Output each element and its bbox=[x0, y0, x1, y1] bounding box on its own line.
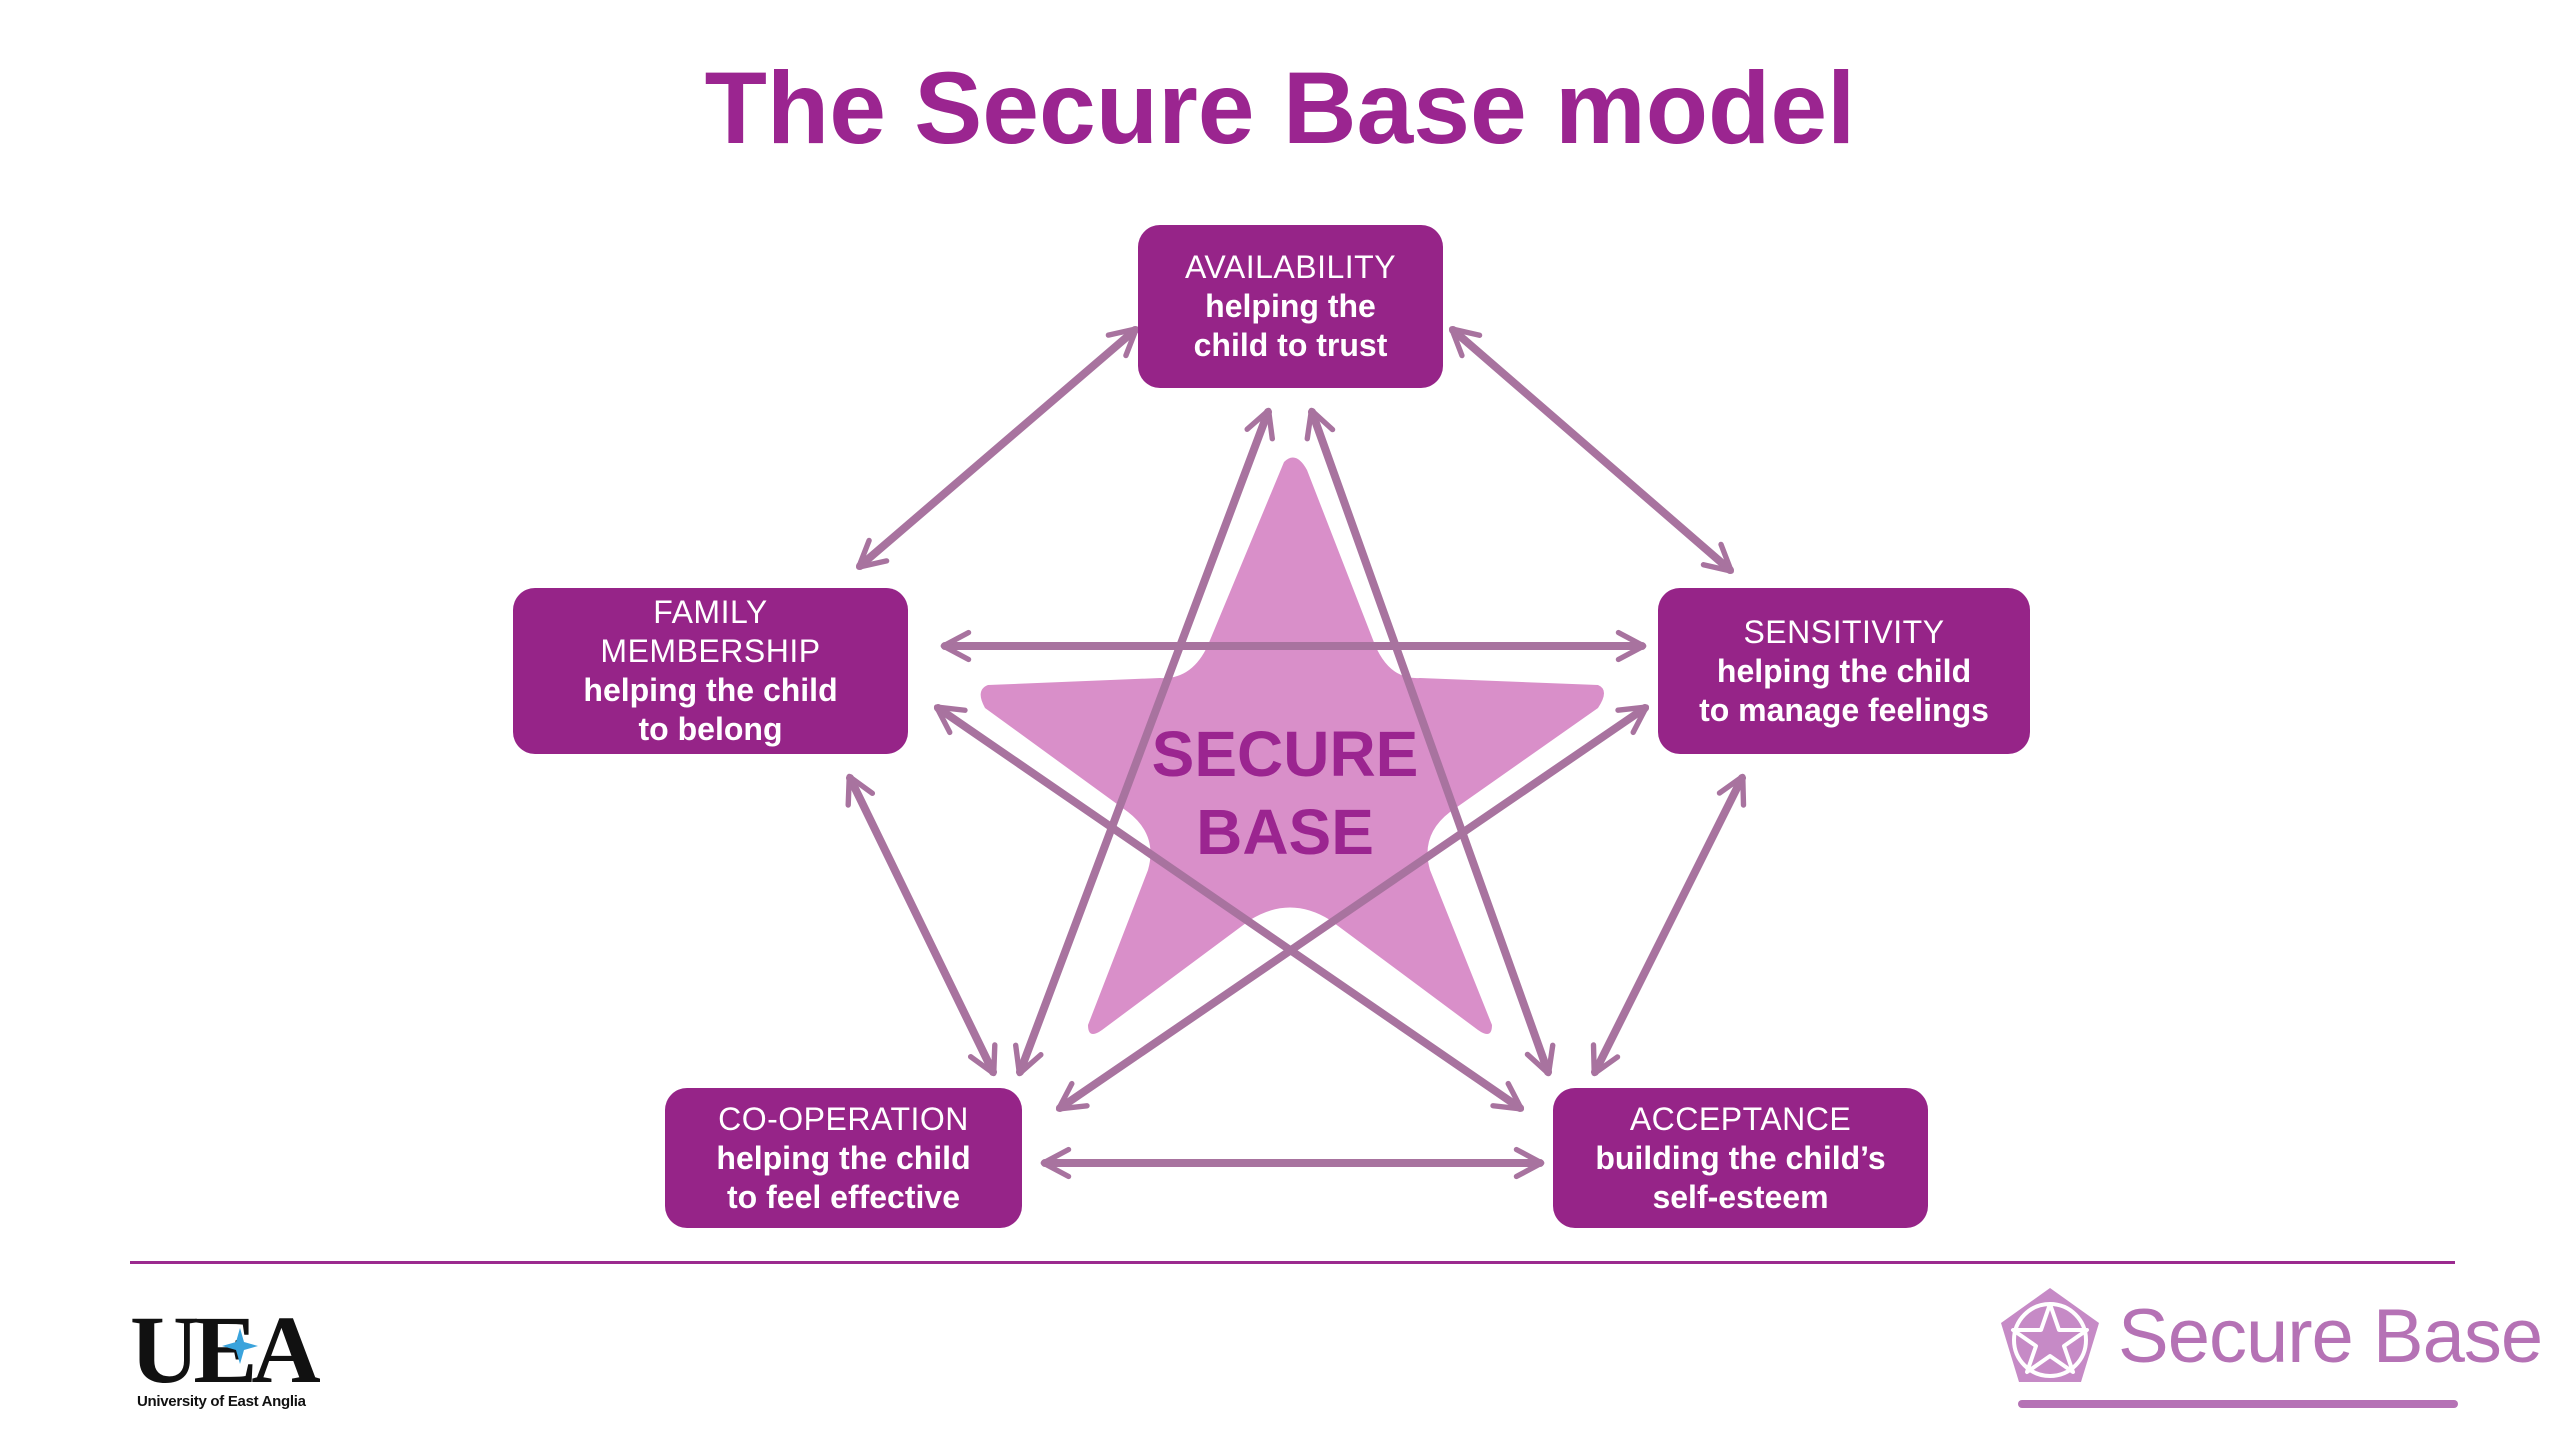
node-subtext-1: helping the bbox=[1205, 288, 1376, 324]
node-heading-2: MEMBERSHIP bbox=[600, 633, 821, 669]
node-subtext-2: to feel effective bbox=[727, 1178, 960, 1215]
node-heading: CO-OPERATION bbox=[718, 1100, 969, 1137]
node-heading: SENSITIVITY bbox=[1743, 613, 1945, 650]
arrow-sensitivity-cooperation bbox=[1055, 704, 1650, 1112]
uea-logo-icon: UEA bbox=[130, 1300, 325, 1403]
node-subtext-2: self-esteem bbox=[1652, 1178, 1829, 1215]
node-availability: AVAILABILITY helping the child to trust bbox=[1138, 225, 1443, 388]
node-sensitivity: SENSITIVITY helping the child to manage … bbox=[1658, 588, 2030, 754]
node-heading: FAMILY bbox=[653, 594, 768, 630]
node-subtext-2: child to trust bbox=[1193, 327, 1388, 363]
secure-base-underline bbox=[2018, 1400, 2458, 1408]
node-subtext-1: helping the child bbox=[716, 1139, 971, 1176]
arrow-family-cooperation bbox=[845, 773, 998, 1077]
node-heading: AVAILABILITY bbox=[1184, 249, 1397, 285]
svg-text:UEA: UEA bbox=[130, 1300, 320, 1403]
secure-base-center-label: SECURE BASE bbox=[1130, 715, 1440, 871]
node-subtext-1: helping the child bbox=[1716, 652, 1972, 689]
connection-arrows bbox=[845, 326, 1747, 1180]
uea-name: University of East Anglia bbox=[137, 1393, 306, 1410]
secure-base-logo-icon bbox=[2001, 1288, 2099, 1382]
node-family-membership: FAMILY MEMBERSHIP helping the child to b… bbox=[513, 588, 908, 754]
secure-base-brand: Secure Base bbox=[2118, 1294, 2543, 1379]
node-subtext-1: helping the child bbox=[583, 672, 838, 708]
node-heading: ACCEPTANCE bbox=[1629, 1100, 1852, 1137]
node-subtext-1: building the child’s bbox=[1595, 1139, 1886, 1176]
node-cooperation: CO-OPERATION helping the child to feel e… bbox=[665, 1088, 1022, 1228]
footer-divider bbox=[130, 1261, 2455, 1264]
node-acceptance: ACCEPTANCE building the child’s self-est… bbox=[1553, 1088, 1928, 1228]
arrow-availability-family bbox=[856, 326, 1139, 570]
arrow-sensitivity-acceptance bbox=[1590, 773, 1747, 1077]
center-label-line-2: BASE bbox=[1196, 796, 1374, 868]
node-subtext-2: to manage feelings bbox=[1699, 691, 1989, 728]
arrow-availability-sensitivity bbox=[1449, 326, 1734, 574]
center-label-line-1: SECURE bbox=[1151, 718, 1419, 790]
node-subtext-2: to belong bbox=[638, 711, 783, 747]
page-title: The Secure Base model bbox=[704, 51, 1856, 165]
